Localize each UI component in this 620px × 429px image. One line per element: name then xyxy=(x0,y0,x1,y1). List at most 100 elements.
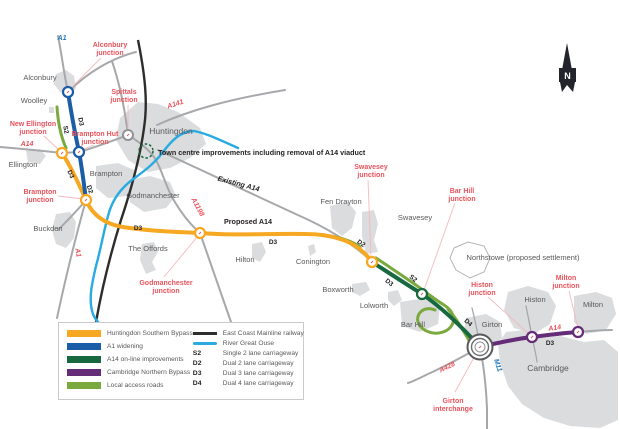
junction-label-spittals-2: junction xyxy=(109,97,137,104)
legend-route-column: Huntingdon Southern Bypass A1 widening A… xyxy=(67,330,193,394)
legend-item-d3: D3 Dual 3 lane carriageway xyxy=(193,370,304,377)
junction-label-swavesey-1: Swavesey xyxy=(354,164,388,171)
junction-label-spittals-1: Spittals xyxy=(111,89,136,96)
road-m11 xyxy=(479,346,489,429)
legend-code-d4: D4 xyxy=(192,380,202,387)
legend-item-railway: East Coast Mainline railway xyxy=(192,330,304,337)
town-shape-buckden xyxy=(52,212,76,248)
road-label-a1198: A1198 xyxy=(189,196,205,218)
north-arrow: N xyxy=(559,43,576,92)
town-label-alconbury: Alconbury xyxy=(23,73,57,82)
junction-label-new-ellington-2: junction xyxy=(18,129,46,136)
junction-label-alconbury-2: junction xyxy=(95,50,123,57)
town-shape-conington xyxy=(308,244,316,256)
road-a1-south xyxy=(56,199,87,319)
town-shape-boxworth xyxy=(352,282,370,296)
town-label-histon: Histon xyxy=(524,295,545,304)
town-label-bar-hill: Bar Hill xyxy=(401,320,426,329)
legend-item-s2: S2 Single 2 lane carriageway xyxy=(193,350,304,357)
junction-label-girton-1: Girton xyxy=(443,398,464,405)
marker-d3-bypass-west: D3 xyxy=(65,169,75,180)
north-arrow-box xyxy=(559,68,576,82)
note-town-centre: Town centre improvements including remov… xyxy=(158,148,366,157)
town-label-fen-drayton: Fen Drayton xyxy=(320,197,361,206)
legend-river-line xyxy=(192,342,217,345)
legend-label: River Great Ouse xyxy=(222,340,275,347)
town-label-hilton: Hilton xyxy=(235,255,254,264)
town-label-lolworth: Lolworth xyxy=(360,301,388,310)
junction-label-histon-2: junction xyxy=(467,290,495,297)
town-label-buckden: Buckden xyxy=(33,224,62,233)
town-label-woolley: Woolley xyxy=(21,96,48,105)
legend-swatch-blue xyxy=(67,343,101,350)
marker-d3-bypass-mid: D3 xyxy=(269,239,278,246)
road-label-a14-west: A14 xyxy=(20,141,34,148)
road-label-a1-south: A1 xyxy=(73,247,82,258)
legend-label: Single 2 lane carriageway xyxy=(222,350,299,357)
legend-line-column: East Coast Mainline railway River Great … xyxy=(192,330,304,394)
town-centre-improvements-circle xyxy=(138,143,154,159)
town-shape-ellington xyxy=(26,149,46,164)
town-shape-the-offords xyxy=(140,242,158,274)
junction-label-new-ellington-1: New Ellington xyxy=(10,121,56,128)
town-shape-brampton xyxy=(96,163,138,198)
town-label-brampton: Brampton xyxy=(90,169,123,178)
legend-swatch-light-green xyxy=(67,382,101,389)
town-label-conington: Conington xyxy=(296,257,330,266)
town-label-boxworth: Boxworth xyxy=(322,285,353,294)
town-shape-lolworth xyxy=(388,290,402,306)
road-label-a141: A141 xyxy=(166,99,185,111)
legend-label: East Coast Mainline railway xyxy=(222,330,304,337)
junction-label-alconbury-1: Alconbury xyxy=(93,42,128,49)
road-spittals-link xyxy=(111,60,129,136)
legend-item-d2: D2 Dual 2 lane carriageway xyxy=(193,360,304,367)
town-label-milton: Milton xyxy=(583,300,603,309)
town-shape-histon xyxy=(504,286,556,334)
river-great-ouse xyxy=(89,129,240,324)
local-access-a1-west xyxy=(55,105,68,150)
road-label-a1-north: A1 xyxy=(57,35,67,42)
marker-d2-bypass-east: D2 xyxy=(355,239,366,250)
marker-s2-local-east: S2 xyxy=(408,274,419,285)
marker-d4-online: D4 xyxy=(463,317,474,328)
town-label-northstowe: Northstowe (proposed settlement) xyxy=(467,253,580,262)
legend-label: Huntingdon Southern Bypass xyxy=(107,330,193,337)
town-label-huntingdon: Huntingdon xyxy=(149,126,193,136)
junction-label-swavesey-2: junction xyxy=(356,172,384,179)
junction-label-histon-1: Histon xyxy=(471,282,493,289)
town-shape-hilton xyxy=(252,242,266,262)
junction-labels: Alconbury junction Spittals junction New… xyxy=(10,42,580,413)
legend-railway-line xyxy=(192,332,217,335)
north-label: N xyxy=(564,71,571,81)
road-alconbury-link xyxy=(67,51,137,93)
legend-label: Dual 4 lane carriageway xyxy=(222,380,294,387)
legend-item-d4: D4 Dual 4 lane carriageway xyxy=(193,380,304,387)
carriageway-markers: D3 S2 D3 D2 D3 D3 D2 D3 S2 D4 D3 xyxy=(61,117,554,347)
town-label-cambridge: Cambridge xyxy=(527,363,569,373)
legend-label: A1 widening xyxy=(107,343,143,350)
junction-label-brampton-hut-2: junction xyxy=(80,139,108,146)
marker-d3-northern-bypass: D3 xyxy=(546,340,555,347)
legend-code-d2: D2 xyxy=(192,360,202,367)
junction-label-milton-1: Milton xyxy=(556,275,577,282)
town-shape-milton xyxy=(574,292,616,334)
north-arrow-spike xyxy=(562,43,572,70)
road-label-a428: A428 xyxy=(437,361,456,375)
junction-label-brampton-hut-1: Brampton Hut xyxy=(72,131,119,138)
junction-label-milton-2: junction xyxy=(551,283,579,290)
town-label-the-offords: The Offords xyxy=(128,244,168,253)
marker-d2-a1-south: D2 xyxy=(85,185,94,195)
town-shape-fen-drayton xyxy=(330,202,356,236)
north-arrow-tail xyxy=(560,82,575,92)
marker-d3-online: D3 xyxy=(383,278,394,289)
junction-label-brampton-1: Brampton xyxy=(23,189,56,196)
legend-label: Cambridge Northern Bypass xyxy=(107,369,191,376)
junction-label-bar-hill-2: junction xyxy=(447,196,475,203)
legend-item-a14-online-improvements: A14 on-line improvements xyxy=(67,356,193,363)
legend-item-river: River Great Ouse xyxy=(192,340,304,347)
legend-code-d3: D3 xyxy=(192,370,202,377)
legend-label: Dual 3 lane carriageway xyxy=(222,370,294,377)
legend-label: A14 on-line improvements xyxy=(107,356,184,363)
